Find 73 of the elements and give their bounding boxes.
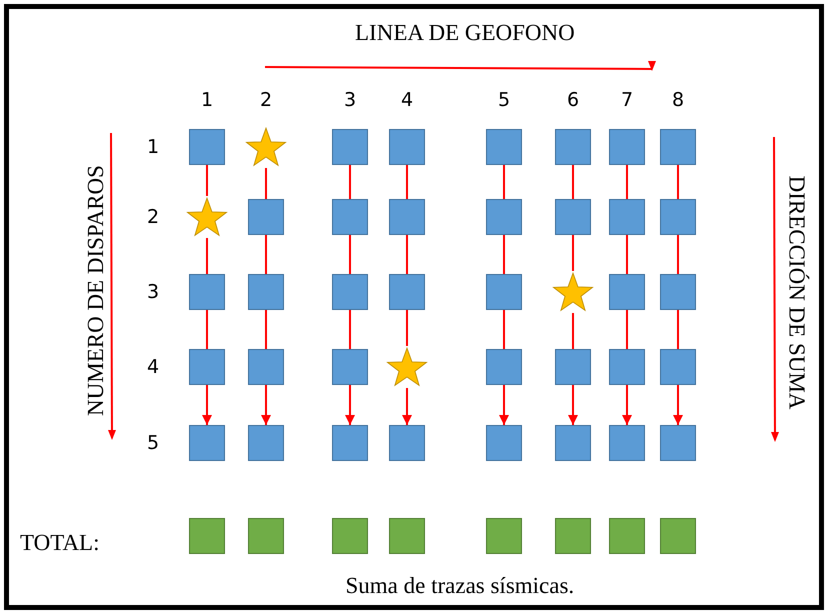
- arrow: [261, 385, 271, 425]
- star-marker: [186, 196, 228, 238]
- index-number: 1: [201, 90, 214, 110]
- index-number: 2: [260, 90, 272, 110]
- arrow: [499, 385, 509, 425]
- arrow: [673, 385, 683, 425]
- trace-square: [555, 199, 591, 235]
- trace-square: [248, 349, 284, 385]
- total-square: [486, 518, 522, 554]
- trace-square: [389, 199, 425, 235]
- star-marker: [552, 271, 594, 313]
- trace-square: [332, 349, 368, 385]
- total-square: [248, 518, 284, 554]
- trace-square: [609, 199, 645, 235]
- trace-square: [486, 349, 522, 385]
- trace-square: [248, 199, 284, 235]
- trace-square: [332, 199, 368, 235]
- axis-title: DIRECCIÓN DE SUMA: [785, 175, 808, 409]
- total-square: [609, 518, 645, 554]
- trace-square: [189, 274, 225, 310]
- trace-square: [609, 425, 645, 461]
- index-number: 2: [147, 208, 160, 226]
- axis-title: LINEA DE GEOFONO: [355, 20, 575, 44]
- trace-square: [389, 425, 425, 461]
- total-square: [189, 518, 225, 554]
- total-square: [660, 518, 696, 554]
- trace-square: [660, 349, 696, 385]
- total-square: [332, 518, 368, 554]
- index-number: 7: [621, 90, 634, 110]
- arrow: [568, 385, 578, 425]
- trace-square: [189, 349, 225, 385]
- star-marker: [386, 346, 428, 388]
- trace-square: [486, 274, 522, 310]
- index-number: 3: [147, 282, 160, 302]
- trace-square: [332, 425, 368, 461]
- trace-square: [189, 425, 225, 461]
- total-square: [389, 518, 425, 554]
- index-number: 8: [672, 90, 684, 110]
- trace-square: [486, 425, 522, 461]
- arrow: [345, 385, 355, 425]
- index-number: 4: [401, 90, 414, 110]
- caption: Suma de trazas sísmicas.: [346, 574, 574, 597]
- trace-square: [609, 274, 645, 310]
- index-number: 5: [147, 434, 160, 452]
- trace-square: [486, 129, 522, 165]
- trace-square: [332, 274, 368, 310]
- axis-title: NUMERO DE DISPAROS: [83, 164, 106, 416]
- index-number: 3: [344, 90, 356, 110]
- arrow: [622, 385, 632, 425]
- trace-square: [389, 129, 425, 165]
- trace-square: [555, 129, 591, 165]
- trace-square: [189, 129, 225, 165]
- index-number: 5: [498, 90, 510, 110]
- trace-square: [555, 425, 591, 461]
- total-square: [555, 518, 591, 554]
- trace-square: [486, 199, 522, 235]
- index-number: 4: [147, 358, 160, 376]
- star-marker: [245, 126, 287, 168]
- trace-square: [660, 129, 696, 165]
- trace-square: [660, 425, 696, 461]
- trace-square: [332, 129, 368, 165]
- trace-square: [660, 274, 696, 310]
- trace-square: [609, 129, 645, 165]
- trace-square: [248, 425, 284, 461]
- trace-square: [660, 199, 696, 235]
- index-number: 1: [147, 138, 160, 156]
- trace-square: [609, 349, 645, 385]
- index-number: 6: [567, 90, 580, 110]
- trace-square: [248, 274, 284, 310]
- row-label: TOTAL:: [20, 531, 100, 554]
- trace-square: [555, 349, 591, 385]
- trace-square: [389, 274, 425, 310]
- arrow: [202, 385, 212, 425]
